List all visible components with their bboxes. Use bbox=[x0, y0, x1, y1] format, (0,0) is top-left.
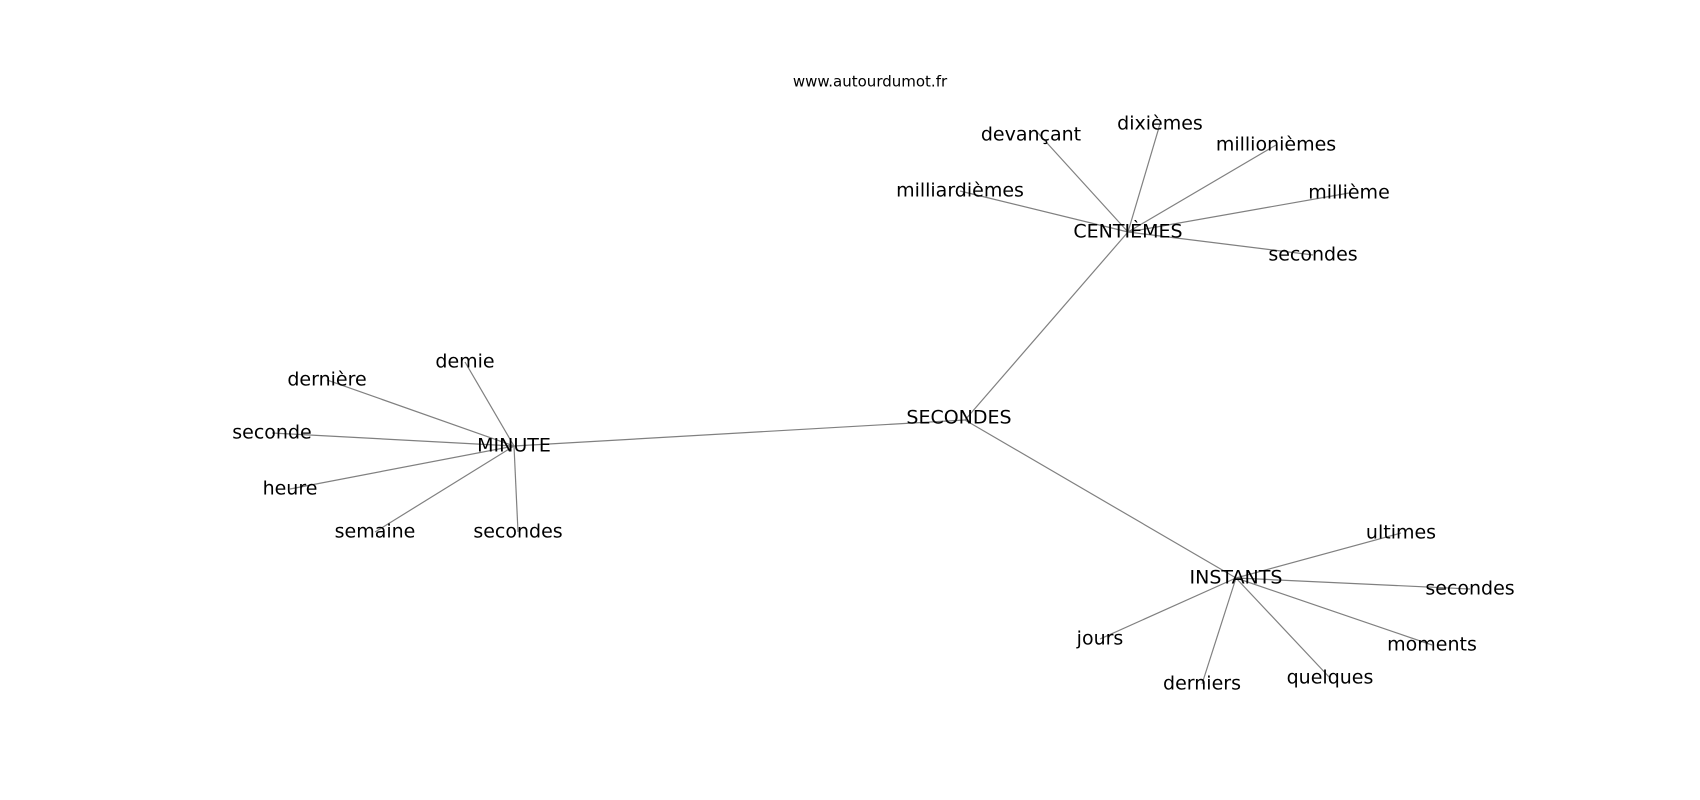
node-instants: INSTANTS bbox=[1189, 566, 1283, 589]
node-secondes-centiemes: secondes bbox=[1268, 243, 1358, 266]
edge-instants-secondes-instants bbox=[1235, 577, 1471, 590]
edge-centiemes-millioniemes bbox=[1127, 144, 1277, 233]
edge-instants-derniers bbox=[1201, 577, 1237, 685]
node-secondes-center: SECONDES bbox=[906, 406, 1012, 429]
node-semaine: semaine bbox=[334, 520, 416, 543]
edge-minute-demie bbox=[464, 361, 515, 447]
source-label: www.autourdumot.fr bbox=[792, 72, 948, 91]
edge-centiemes-millieme bbox=[1127, 192, 1350, 233]
edge-minute-seconde bbox=[271, 432, 515, 447]
node-milliardiemes: milliardièmes bbox=[896, 179, 1024, 202]
node-millioniemes: millionièmes bbox=[1215, 133, 1337, 156]
node-quelques: quelques bbox=[1286, 666, 1374, 689]
edge-secondes-center-minute bbox=[513, 419, 966, 447]
node-heure: heure bbox=[262, 477, 318, 500]
node-centiemes: CENTIÈMES bbox=[1073, 220, 1183, 243]
edge-instants-jours bbox=[1099, 577, 1237, 640]
edge-secondes-center-centiemes bbox=[964, 231, 1129, 421]
edge-instants-quelques bbox=[1235, 577, 1331, 679]
edge-instants-ultimes bbox=[1235, 532, 1402, 579]
node-secondes-instants: secondes bbox=[1425, 577, 1515, 600]
node-devancant: devançant bbox=[980, 123, 1082, 146]
edge-minute-semaine bbox=[374, 445, 515, 533]
node-millieme: millième bbox=[1308, 181, 1390, 204]
node-derniers: derniers bbox=[1163, 672, 1241, 695]
node-seconde: seconde bbox=[232, 421, 312, 444]
node-moments: moments bbox=[1387, 633, 1477, 656]
node-secondes-minute: secondes bbox=[473, 520, 563, 543]
edge-minute-heure bbox=[289, 445, 515, 490]
edge-centiemes-dixiemes bbox=[1127, 123, 1161, 233]
node-derniere: dernière bbox=[287, 368, 367, 391]
node-jours: jours bbox=[1076, 627, 1124, 650]
node-minute: MINUTE bbox=[477, 434, 551, 457]
edge-secondes-center-instants bbox=[964, 419, 1237, 579]
node-dixiemes: dixièmes bbox=[1117, 112, 1203, 135]
node-demie: demie bbox=[435, 350, 495, 373]
edge-centiemes-milliardiemes bbox=[959, 190, 1129, 233]
edge-minute-derniere bbox=[326, 379, 515, 447]
edge-minute-secondes-minute bbox=[513, 445, 519, 533]
edge-centiemes-secondes-centiemes bbox=[1127, 231, 1314, 256]
node-ultimes: ultimes bbox=[1365, 521, 1437, 544]
edge-centiemes-devancant bbox=[1036, 131, 1129, 233]
edge-instants-moments bbox=[1235, 577, 1433, 646]
